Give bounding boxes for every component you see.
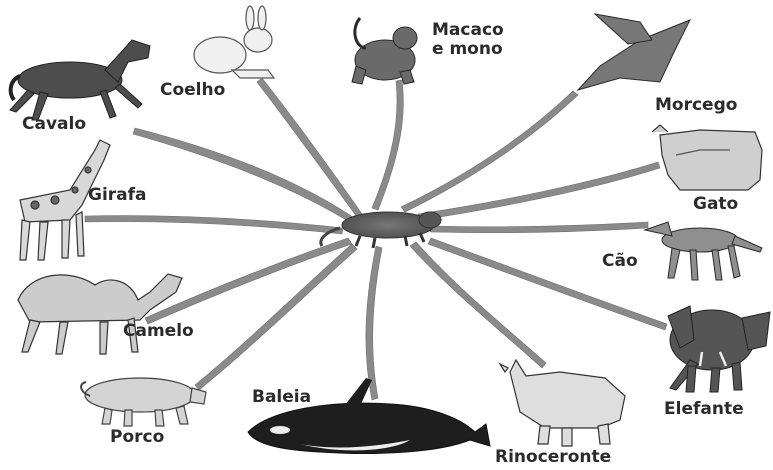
dog-icon xyxy=(645,222,762,280)
label-cavalo: Cavalo xyxy=(22,115,86,134)
branch-gato xyxy=(418,162,660,220)
branch-cavalo xyxy=(133,128,360,226)
monkey-icon xyxy=(352,18,417,84)
branch-baleia xyxy=(366,246,382,400)
label-gato: Gato xyxy=(693,195,738,214)
elephant-icon xyxy=(668,306,770,392)
label-porco: Porco xyxy=(110,428,164,447)
label-macaco: Macaco e mono xyxy=(432,21,504,59)
branch-cao xyxy=(430,222,648,233)
label-camelo: Camelo xyxy=(123,322,194,341)
label-rinoceronte: Rinoceronte xyxy=(495,448,611,467)
label-cao: Cão xyxy=(602,252,638,271)
pig-icon xyxy=(81,378,206,426)
cat-icon xyxy=(652,125,762,190)
label-elefante: Elefante xyxy=(664,400,744,419)
label-baleia: Baleia xyxy=(252,388,311,407)
branch-macaco xyxy=(372,80,403,210)
label-morcego: Morcego xyxy=(655,96,737,115)
label-girafa: Girafa xyxy=(88,186,147,205)
branch-girafa xyxy=(85,216,343,234)
horse-icon xyxy=(10,40,150,120)
label-coelho: Coelho xyxy=(160,81,225,100)
rhinoceros-icon xyxy=(500,360,625,446)
bat-icon xyxy=(578,14,690,90)
rabbit-icon xyxy=(194,6,274,78)
